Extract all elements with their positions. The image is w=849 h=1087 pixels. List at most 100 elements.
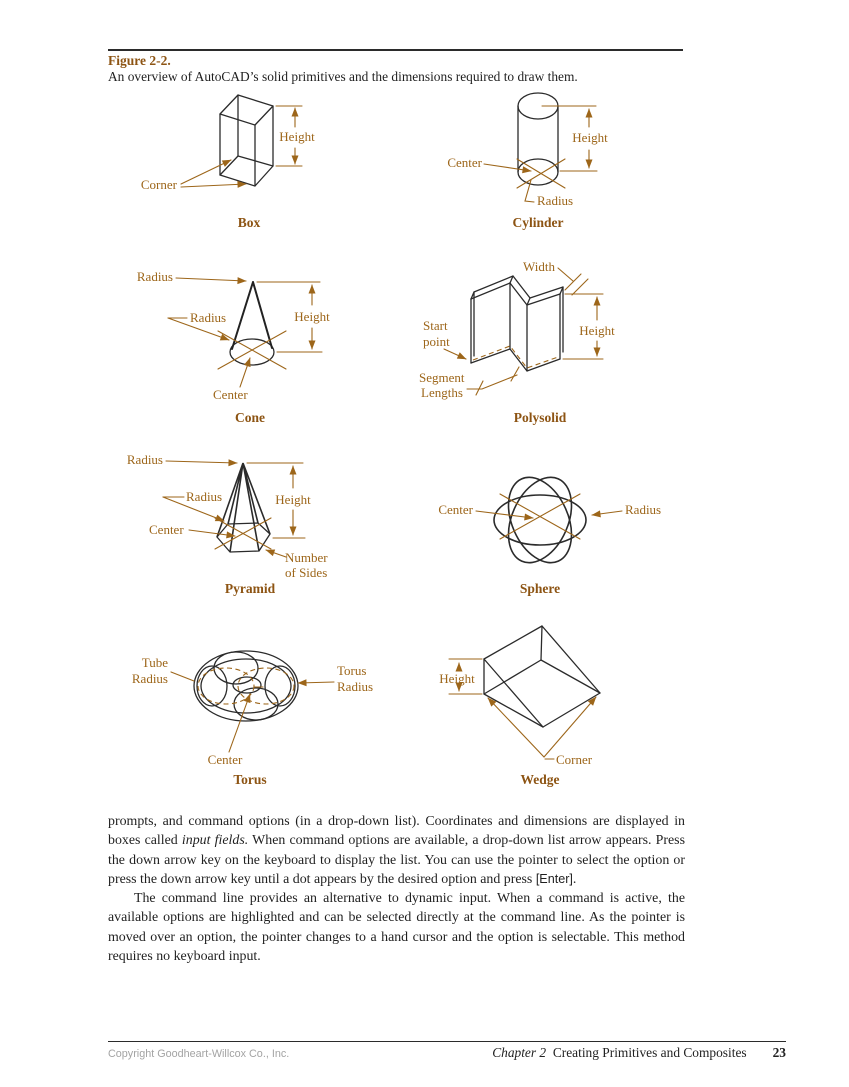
polysolid-diagram: Width Start point Segment Lengths Height… (419, 259, 615, 425)
cone-base-ellipse (229, 338, 275, 366)
cone-side-edges (231, 281, 273, 350)
box-top-face (219, 94, 274, 126)
cylinder-height-label: Height (572, 130, 608, 145)
sphere-center-label: Center (438, 502, 473, 517)
cone-caption: Cone (235, 410, 265, 425)
running-foot: Chapter 2 Creating Primitives and Compos… (492, 1045, 786, 1061)
torus-center-leader (228, 693, 251, 753)
box-caption: Box (238, 215, 261, 230)
torus-tube-section-right (264, 665, 296, 707)
wedge-caption: Wedge (521, 772, 560, 787)
sphere-meridian-ellipse-right (507, 476, 573, 564)
box-corner-leader-2 (180, 180, 247, 188)
pyramid-base-hexagon (216, 522, 271, 553)
wedge-height-label: Height (439, 671, 475, 686)
sphere-radius-leader (591, 510, 623, 518)
paragraph-1-text-a: prompts, and command options (in a drop-… (108, 814, 685, 849)
pyramid-radius-side-label: Radius (186, 489, 222, 504)
polysolid-caption: Polysolid (514, 410, 567, 425)
cylinder-center-cross (516, 158, 566, 189)
paragraph-1-italic-term: input fields. (181, 833, 249, 849)
pyramid-radius-top-leader (165, 459, 238, 467)
torus-caption: Torus (233, 772, 266, 787)
footer: Copyright Goodheart-Willcox Co., Inc. Ch… (108, 1045, 786, 1061)
cylinder-side-edges (517, 105, 559, 173)
cylinder-caption: Cylinder (512, 215, 563, 230)
box-corner-label: Corner (141, 177, 178, 192)
cone-height-label: Height (294, 309, 330, 324)
wedge-corner-leader-2 (543, 696, 597, 758)
pyramid-radius-side-leader (162, 496, 225, 522)
torus-tube-section-top (213, 651, 259, 685)
enter-key-reference: [Enter] (535, 871, 573, 886)
copyright-notice: Copyright Goodheart-Willcox Co., Inc. (108, 1048, 290, 1060)
torus-hole-ellipse (232, 676, 262, 694)
polysolid-width-label: Width (523, 259, 555, 274)
cylinder-radius-label: Radius (537, 193, 573, 208)
polysolid-thickness-edges (470, 275, 564, 357)
paragraph-1: prompts, and command options (in a drop-… (108, 812, 685, 889)
wedge-diagram: Height Corner Wedge (439, 625, 601, 787)
pyramid-apex-edges (216, 462, 271, 553)
pyramid-caption: Pyramid (225, 581, 276, 596)
torus-outer-ellipse (193, 650, 299, 722)
polysolid-vertical-edges (470, 282, 561, 372)
cylinder-radius-leader (524, 179, 535, 203)
sphere-equator-ellipse (493, 494, 587, 546)
pyramid-height-extension-lines (246, 462, 306, 539)
wedge-slope-edges (483, 625, 601, 728)
torus-radius-label-2: Radius (337, 679, 373, 694)
pyramid-number-of-sides-label-1: Number (285, 550, 328, 565)
torus-centerline-dashed-right (237, 667, 295, 705)
pyramid-diagram: Radius Radius Center Height Number of Si… (127, 452, 328, 596)
figure-header: Figure 2-2. An overview of AutoCAD’s sol… (108, 53, 685, 85)
cone-center-cross (217, 330, 287, 370)
polysolid-width-ticks (564, 273, 589, 296)
torus-center-label: Center (208, 752, 243, 767)
polysolid-segment-measure-line (466, 374, 518, 390)
pyramid-radius-top-label: Radius (127, 452, 163, 467)
polysolid-centerline-dashed (472, 345, 559, 369)
cylinder-center-label: Center (447, 155, 482, 170)
torus-inner-outline-ellipse (200, 658, 292, 714)
torus-tube-radius-leader (170, 671, 195, 682)
torus-radius-leader (297, 679, 335, 687)
sphere-center-leader (475, 510, 534, 521)
chapter-number: Chapter 2 (492, 1045, 547, 1060)
pyramid-number-of-sides-label-2: of Sides (285, 565, 327, 580)
polysolid-segment-label-2: Lengths (421, 385, 463, 400)
paragraph-2: The command line provides an alternative… (108, 891, 685, 965)
polysolid-height-label: Height (579, 323, 615, 338)
sphere-caption: Sphere (520, 581, 560, 596)
pyramid-center-label: Center (149, 522, 184, 537)
torus-radius-label-1: Torus (337, 663, 366, 678)
cone-radius-side-leader (167, 317, 230, 341)
sphere-center-cross (499, 493, 581, 540)
cylinder-diagram: Height Center Radius Cylinder (447, 92, 608, 230)
polysolid-start-point-label-1: Start (423, 318, 448, 333)
polysolid-segment-ticks (475, 366, 520, 396)
page-number: 23 (772, 1045, 786, 1060)
box-height-label: Height (279, 129, 315, 144)
cone-center-leader (239, 357, 251, 388)
cone-radius-top-leader (175, 277, 247, 285)
sphere-radius-label: Radius (625, 502, 661, 517)
pyramid-height-label: Height (275, 492, 311, 507)
box-diagram: Height Corner Box (141, 94, 315, 230)
wedge-base-face (483, 659, 601, 728)
figure-label: Figure 2-2. (108, 53, 171, 68)
pyramid-center-leader (188, 529, 236, 539)
wedge-corner-label: Corner (556, 752, 593, 767)
torus-diagram: Tube Radius Torus Radius Center Torus (132, 650, 373, 787)
pyramid-center-cross (214, 517, 272, 550)
cylinder-center-leader (483, 163, 532, 174)
torus-tube-section-left (196, 665, 228, 707)
figure-caption: An overview of AutoCAD’s solid primitive… (108, 69, 578, 84)
polysolid-height-extension-lines (562, 293, 604, 360)
torus-centerline-dashed-left (197, 667, 255, 705)
polysolid-bottom-edge (470, 348, 561, 372)
body-text: prompts, and command options (in a drop-… (108, 812, 685, 966)
paragraph-1-text-c: . (572, 871, 577, 887)
